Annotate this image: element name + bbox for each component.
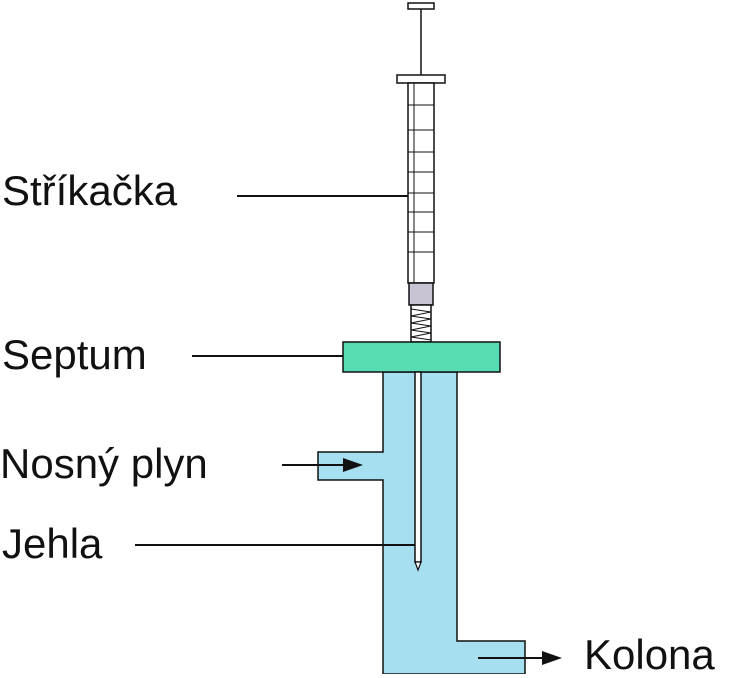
carrier-gas-label: Nosný plyn [0,440,208,487]
plunger-thumb-press [407,2,435,10]
column-outlet-arrow [478,651,562,665]
syringe-label: Stříkačka [2,167,178,214]
barrel-graduations [408,104,434,253]
septum-label: Septum [2,331,147,378]
needle [414,371,422,572]
carrier-gas-arrow [282,458,363,472]
needle-label: Jehla [2,520,103,567]
septum [342,341,501,373]
syringe-barrel [407,82,435,284]
needle-hub-thread [410,308,432,341]
syringe [396,2,446,343]
column-label: Kolona [584,631,715,678]
plunger-tip [408,282,434,306]
syringe-flange [396,74,446,84]
